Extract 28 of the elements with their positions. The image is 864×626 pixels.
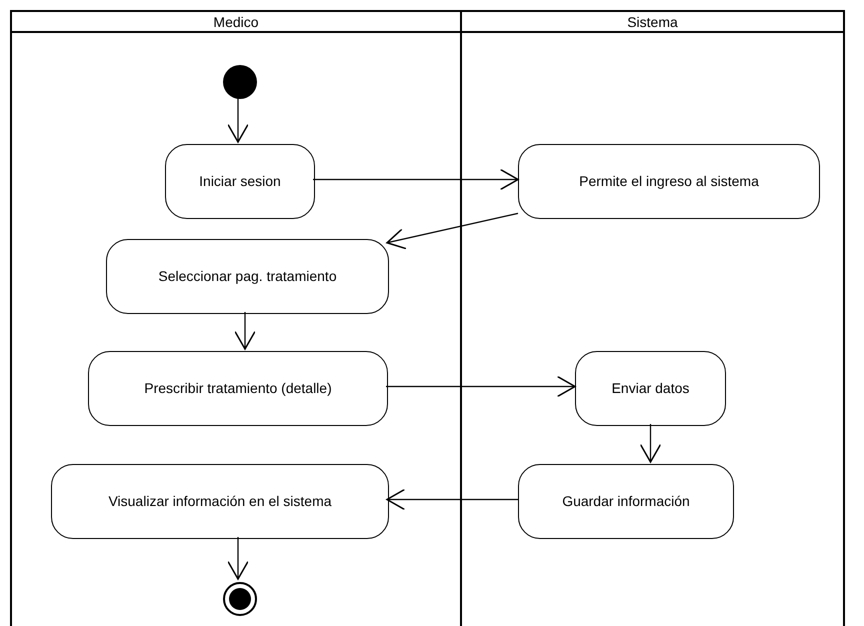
- action-box: [575, 351, 726, 426]
- action-label: Enviar datos: [612, 379, 690, 398]
- lane-header: Sistema: [627, 14, 678, 28]
- start-node: [222, 64, 258, 100]
- arrow: [227, 98, 249, 143]
- action-label: Prescribir tratamiento (detalle): [144, 379, 332, 398]
- swimlane: [462, 10, 845, 626]
- action-label: Permite el ingreso al sistema: [579, 172, 759, 191]
- end-node: [222, 581, 258, 617]
- swimlane: [10, 10, 462, 626]
- action-box: [518, 464, 734, 539]
- arrow: [313, 168, 519, 190]
- action-label: Iniciar sesion: [199, 172, 281, 191]
- action-box: [106, 239, 389, 314]
- action-label: Guardar información: [562, 492, 690, 511]
- action-label: Visualizar información en el sistema: [108, 492, 332, 511]
- arrow: [386, 488, 518, 510]
- action-box: [51, 464, 389, 539]
- arrow: [227, 537, 249, 580]
- arrow: [234, 312, 256, 350]
- arrow: [386, 212, 518, 250]
- arrow: [386, 376, 576, 398]
- action-label: Seleccionar pag. tratamiento: [158, 267, 337, 286]
- lane-header: Medico: [213, 14, 259, 28]
- arrow: [640, 424, 662, 463]
- action-box: [518, 144, 820, 219]
- action-box: [165, 144, 315, 219]
- action-box: [88, 351, 388, 426]
